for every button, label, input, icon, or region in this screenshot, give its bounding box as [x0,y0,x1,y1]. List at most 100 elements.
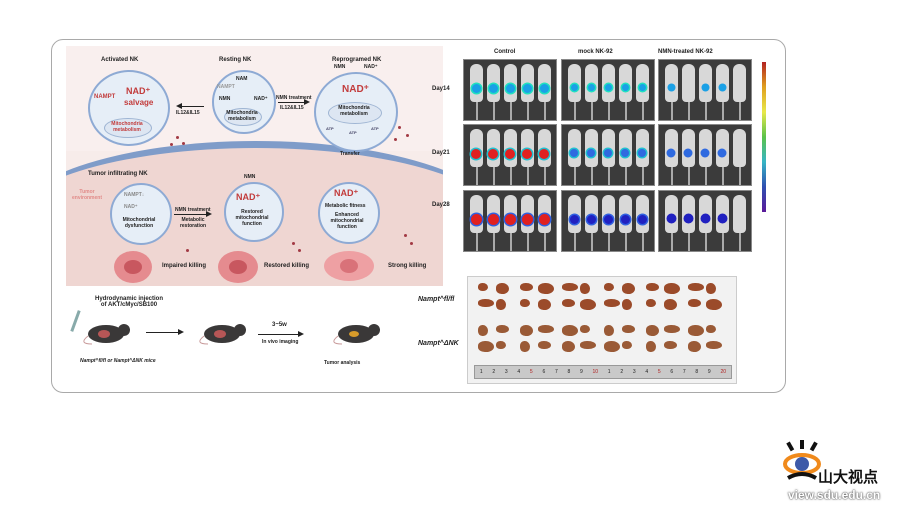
ruler-tick: 20 [720,369,726,375]
resting-nmn-label: NMN [219,96,231,102]
brand-label: 山大视点 [818,469,879,486]
ruler-tick: 4 [645,369,649,375]
granule [182,142,185,145]
ruler-tick: 8 [567,369,571,375]
column-control: Control [494,49,516,55]
mouse-silhouette [682,195,695,233]
mouse-silhouette [504,129,517,167]
nmn-treatment-label: NMN treatment [276,95,312,101]
resting-mito-label: Mitochondria metabolism [226,110,258,122]
granule [404,234,407,237]
liver-lobe [538,325,554,333]
atp-label-2: ATP [349,130,357,135]
impaired-killing-label: Impaired killing [162,263,207,269]
signal-blob [487,214,499,226]
reprogramed-mito-label: Mitochondria metabolism [338,105,370,117]
reprogramed-nad-in-label: NAD⁺ [364,64,378,70]
activated-nad-label: NAD⁺ [126,86,151,96]
liver-lobe [706,325,716,333]
il-arrow [176,103,204,109]
mouse-silhouette [602,195,615,233]
ruler-tick: 3 [504,369,508,375]
tumor-infiltrating-nk-title: Tumor infiltrating NK [88,171,148,177]
mouse-silhouette [568,129,581,167]
mouse-silhouette [636,195,649,233]
signal-blob [638,84,646,92]
experimental-workflow: Hydrodynamic injection of AKT/cMyc/SB100… [66,292,443,380]
liver-lobe [478,341,494,352]
il-arrow-label: IL12&IL15 [176,110,200,116]
activated-nampt-label: NAMPT [94,94,116,100]
mouse-silhouette [568,195,581,233]
signal-blob [505,148,515,159]
granule [186,249,189,252]
tumor-impaired [114,251,152,283]
reprogramed-nad-label: NAD⁺ [342,84,369,95]
imaging-panel [463,59,557,121]
liver-lobe [646,299,656,307]
ruler-tick: 10 [592,369,599,375]
mouse-silhouette [487,64,500,102]
duration-label: 3~5w [272,322,287,328]
row-day21: Day21 [432,150,450,156]
mouse-silhouette [682,129,695,167]
mice-genotype-label: Nampt^fl/fl or Nampt^ΔNK mice [80,358,156,364]
ruler-tick: 2 [492,369,496,375]
ruler-tick: 7 [682,369,686,375]
nam-label: NAM [236,76,248,82]
signal-blob [621,149,629,157]
signal-blob [570,149,578,157]
mouse-silhouette [504,64,517,102]
metabolic-fitness-label: Metabolic fitness [325,203,366,209]
radiance-colorbar [762,62,766,212]
watermark-logo: 山大视点 view.sdu.edu.cn [780,440,900,506]
signal-blob [668,149,674,156]
signal-blob [539,148,549,159]
liver-lobe [604,283,614,291]
signal-blob [719,84,725,90]
mouse-silhouette [665,195,678,233]
liver-lobe [478,299,494,307]
signal-blob [621,84,629,92]
granule [394,138,397,141]
signal-blob [586,214,596,224]
tumor-restored [218,251,258,283]
liver-lobe [604,341,620,352]
activated-mito [104,118,152,138]
imaging-panel [658,124,752,186]
liver-lobe [520,299,530,307]
reprogramed-nk-title: Reprogramed NK [332,57,382,63]
liver-lobe [646,283,659,291]
injection-label: Hydrodynamic injection of AKT/cMyc/SB100 [94,296,163,308]
ruler-tick: 2 [620,369,624,375]
resting-nk-title: Resting NK [219,57,252,63]
liver-lobe [688,341,701,352]
resting-mito [224,108,262,126]
reprogramed-nmn-label: NMN [334,64,346,70]
mouse-silhouette [619,195,632,233]
bioluminescence-imaging: Control mock NK-92 NMN-treated NK-92 Day… [428,46,778,256]
liver-lobe [604,325,614,336]
mouse-silhouette [716,195,729,233]
tin-nampt-label: NAMPT↓ [124,192,145,198]
mouse-silhouette [699,64,712,102]
liver-lobe [664,299,677,310]
atp-label-3: ATP [371,126,379,131]
imaging-panel [658,190,752,252]
strong-killing-label: Strong killing [388,263,427,269]
liver-lobe [478,283,488,291]
mouse-silhouette [487,129,500,167]
liver-lobe [538,283,554,294]
resting-nk-cell [212,70,276,134]
tin-nad-label: NAD⁺ [124,204,138,210]
reprogramed-mito [328,102,382,124]
signal-blob [570,84,578,92]
liver-lobe [538,299,551,310]
liver-lobe [622,299,632,310]
brand-url: view.sdu.edu.cn [788,488,881,502]
salvage-label: salvage [124,98,154,107]
imaging-panel [561,59,655,121]
metabolic-restoration-label: Metabolic restoration [179,217,207,229]
